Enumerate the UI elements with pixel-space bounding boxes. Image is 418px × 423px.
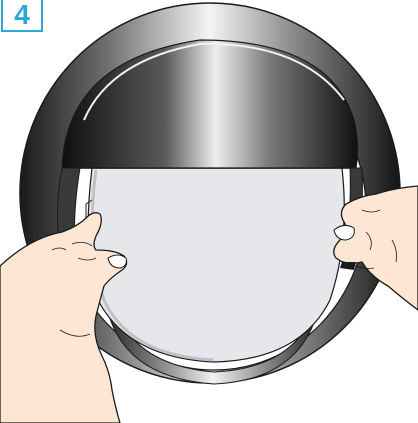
step-number-badge: 4 (1, 0, 43, 32)
